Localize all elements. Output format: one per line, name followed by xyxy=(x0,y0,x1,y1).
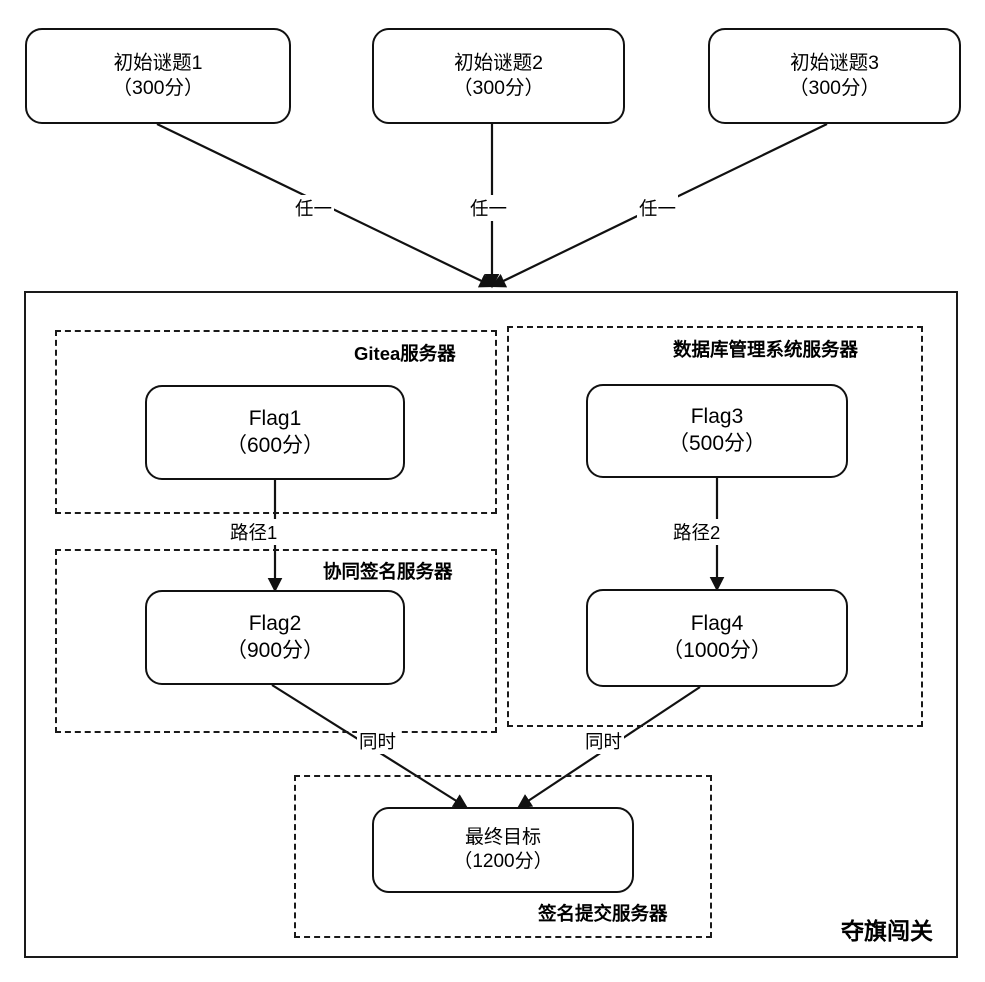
edge-label-path-1: 路径1 xyxy=(228,519,280,545)
group-signature-submit-server xyxy=(294,775,712,938)
node-title: 初始谜题1 xyxy=(113,52,203,75)
node-score: （1200分） xyxy=(453,851,553,872)
node-title: 初始谜题3 xyxy=(790,52,879,75)
node-initial-puzzle-3[interactable]: 初始谜题3 （300分） xyxy=(708,28,961,124)
group-gitea-server-label: Gitea服务器 xyxy=(353,340,457,366)
container-ctf-challenge xyxy=(24,291,958,958)
node-initial-puzzle-1[interactable]: 初始谜题1 （300分） xyxy=(25,28,291,124)
node-title: Flag2 xyxy=(248,611,302,635)
node-flag2[interactable]: Flag2 （900分） xyxy=(145,590,405,685)
edge-label-any-3: 任一 xyxy=(637,195,679,221)
node-flag1[interactable]: Flag1 （600分） xyxy=(145,385,405,480)
node-title: Flag3 xyxy=(690,405,744,429)
container-ctf-challenge-label: 夺旗闯关 xyxy=(841,918,933,944)
node-title: 初始谜题2 xyxy=(454,52,543,75)
edge-label-any-2: 任一 xyxy=(468,195,510,221)
node-score: （300分） xyxy=(788,77,881,99)
node-score: （300分） xyxy=(112,77,204,99)
node-score: （1000分） xyxy=(662,639,772,662)
node-score: （500分） xyxy=(667,432,767,455)
edge-label-path-2: 路径2 xyxy=(671,519,723,545)
edge-label-sync-right: 同时 xyxy=(583,728,625,754)
node-score: （300分） xyxy=(452,77,545,99)
group-database-server xyxy=(507,326,923,727)
node-initial-puzzle-2[interactable]: 初始谜题2 （300分） xyxy=(372,28,625,124)
node-flag3[interactable]: Flag3 （500分） xyxy=(586,384,848,478)
node-score: （600分） xyxy=(225,433,325,457)
node-score: （900分） xyxy=(225,638,325,662)
node-title: 最终目标 xyxy=(464,826,541,848)
edge-label-any-1: 任一 xyxy=(293,195,335,221)
node-title: Flag4 xyxy=(690,612,744,636)
node-final-goal[interactable]: 最终目标 （1200分） xyxy=(372,807,634,893)
node-flag4[interactable]: Flag4 （1000分） xyxy=(586,589,848,687)
edge-label-sync-left: 同时 xyxy=(357,728,399,754)
node-title: Flag1 xyxy=(248,406,302,430)
group-signature-submit-server-label: 签名提交服务器 xyxy=(537,900,669,926)
group-database-server-label: 数据库管理系统服务器 xyxy=(672,336,860,362)
group-cosign-server-label: 协同签名服务器 xyxy=(322,558,454,584)
